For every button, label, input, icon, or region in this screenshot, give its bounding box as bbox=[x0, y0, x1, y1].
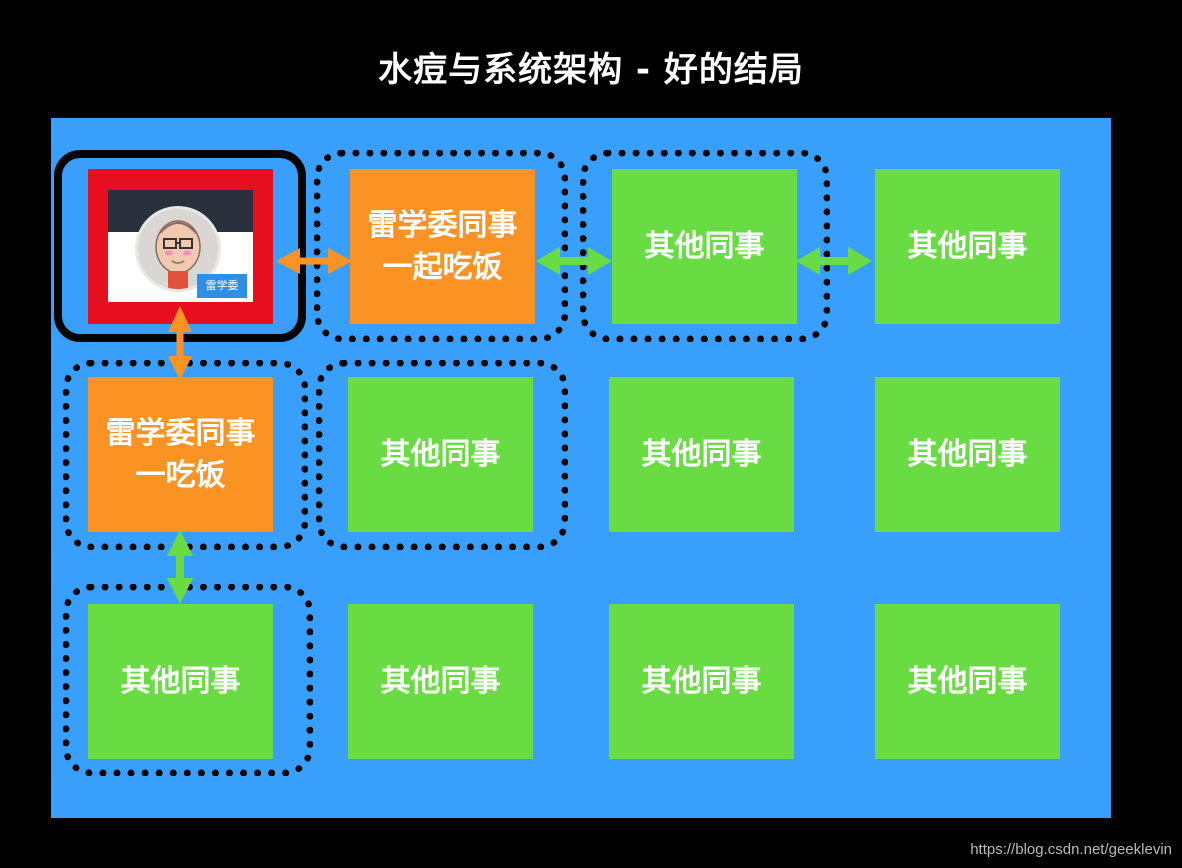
isolation-outline-r2c2 bbox=[316, 360, 568, 550]
isolation-outline-r1c3 bbox=[580, 150, 830, 342]
diagram-title: 水痘与系统架构 - 好的结局 bbox=[0, 42, 1182, 91]
node-r2c4: 其他同事 bbox=[875, 377, 1060, 532]
watermark: https://blog.csdn.net/geeklevin bbox=[970, 841, 1172, 858]
infected-outline bbox=[54, 150, 306, 342]
node-r3c4: 其他同事 bbox=[875, 604, 1060, 759]
node-r3c3: 其他同事 bbox=[609, 604, 794, 759]
node-r2c3: 其他同事 bbox=[609, 377, 794, 532]
node-r1c4: 其他同事 bbox=[875, 169, 1060, 324]
isolation-outline-r1c2 bbox=[314, 150, 568, 342]
isolation-outline-r2c1 bbox=[63, 360, 308, 550]
node-r3c2: 其他同事 bbox=[348, 604, 533, 759]
isolation-outline-r3c1 bbox=[63, 584, 313, 776]
